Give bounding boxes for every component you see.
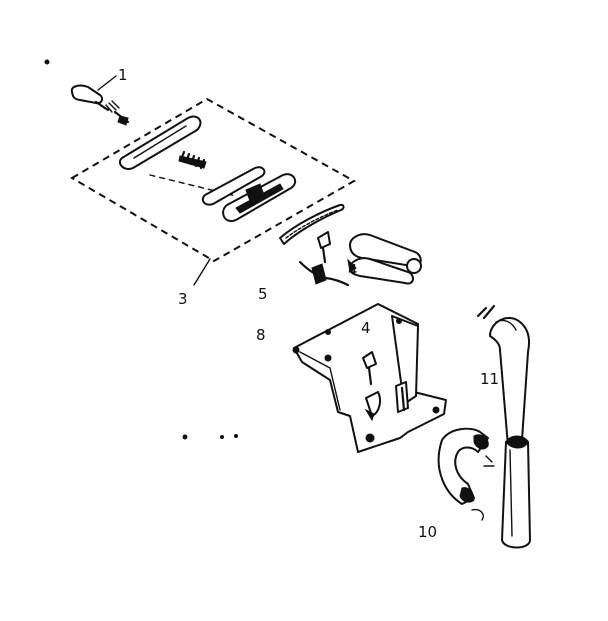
scan-specks <box>44 59 238 440</box>
callout-part-4-lower: 4 <box>361 319 371 337</box>
part-11-hose <box>476 304 531 549</box>
part-3-kit <box>70 97 357 286</box>
part-8-bracket <box>292 303 447 453</box>
slotted-lower-bar <box>222 173 297 223</box>
callout-part-3: 3 <box>178 290 188 308</box>
callout-part-8: 8 <box>256 326 266 344</box>
slotted-bar <box>118 115 202 170</box>
callout-part-4-upper: 4 <box>348 261 358 279</box>
callout-part-10: 10 <box>418 523 437 541</box>
part-1-handle <box>70 75 130 126</box>
callout-part-11: 11 <box>480 370 499 388</box>
callout-part-1: 1 <box>118 66 128 84</box>
coil-spring <box>178 150 207 170</box>
short-bar <box>201 166 266 206</box>
part-10-elbow <box>437 427 495 521</box>
part-5-assembly <box>279 203 422 287</box>
callout-part-5: 5 <box>258 285 268 303</box>
